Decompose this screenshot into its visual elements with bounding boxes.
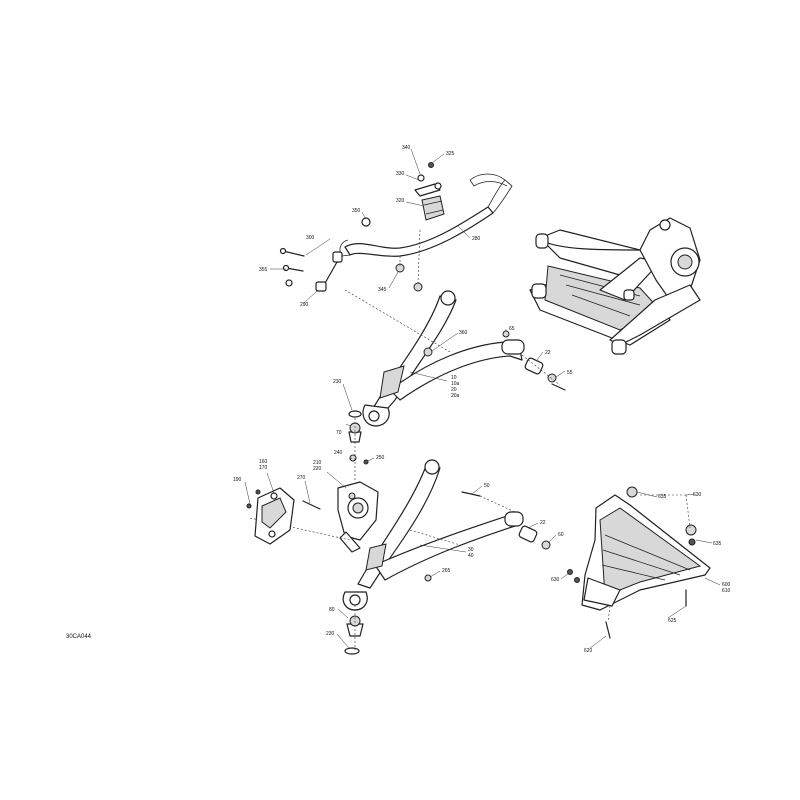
callout-345: 345	[378, 287, 387, 293]
callout-300: 300	[306, 235, 315, 241]
callout-10: 10	[451, 375, 457, 381]
sway-bar-assembly	[279, 162, 513, 292]
callout-325: 325	[446, 151, 455, 157]
callout-220: 220	[313, 466, 322, 472]
callout-635-right: 635	[713, 541, 722, 547]
upper-a-arm	[344, 289, 566, 427]
callout-20: 20	[451, 387, 457, 393]
callout-355: 355	[259, 267, 268, 273]
callout-350: 350	[352, 208, 361, 214]
callout-360: 360	[459, 330, 468, 336]
callout-250: 250	[376, 455, 385, 461]
callout-10a: 10a	[451, 381, 460, 387]
callout-50: 50	[484, 483, 490, 489]
callout-230-lower: 230	[326, 631, 335, 637]
callout-70: 70	[336, 430, 342, 436]
callout-240: 240	[334, 450, 343, 456]
callout-22-lower: 22	[540, 520, 546, 526]
callout-600: 600	[722, 582, 731, 588]
sway-bar	[344, 206, 494, 257]
callout-labels: 340 325 330 320 350 300 355 290 345 280 …	[233, 145, 731, 654]
caliper-bracket	[246, 487, 295, 545]
callout-630-left: 630	[551, 577, 560, 583]
upper-arm-rear-tube	[389, 341, 523, 401]
callout-230-upper: 230	[333, 379, 342, 385]
callout-190: 190	[233, 477, 242, 483]
callout-330: 330	[396, 171, 405, 177]
callout-620: 620	[584, 648, 593, 654]
sway-bar-bushing	[421, 195, 445, 221]
callout-30: 30	[468, 547, 474, 553]
callout-610: 610	[722, 588, 731, 594]
callout-340: 340	[402, 145, 411, 151]
callout-55: 55	[567, 370, 573, 376]
leader-lines	[244, 148, 721, 649]
ball-joint-upper	[348, 410, 369, 480]
lower-a-arm	[342, 459, 551, 655]
diagram-reference-code: 30CA044	[66, 634, 92, 640]
assembled-view	[529, 217, 701, 355]
upper-arm-front-tube	[371, 295, 457, 416]
callout-60: 60	[558, 532, 564, 538]
callout-630-top: 630	[693, 492, 702, 498]
callout-20a: 20a	[451, 393, 460, 399]
callout-625: 625	[668, 618, 677, 624]
skid-plate	[567, 486, 711, 639]
callout-80: 80	[329, 607, 335, 613]
callout-635-top: 635	[658, 494, 667, 500]
callout-65: 65	[509, 326, 515, 332]
callout-290: 290	[300, 302, 309, 308]
callout-270: 270	[297, 475, 306, 481]
callout-40: 40	[468, 553, 474, 559]
callout-265: 265	[442, 568, 451, 574]
callout-210: 210	[313, 460, 322, 466]
callout-280: 280	[472, 236, 481, 242]
callout-160: 160	[259, 459, 268, 465]
callout-170: 170	[259, 465, 268, 471]
callout-22-upper: 22	[545, 350, 551, 356]
callout-320: 320	[396, 198, 405, 204]
